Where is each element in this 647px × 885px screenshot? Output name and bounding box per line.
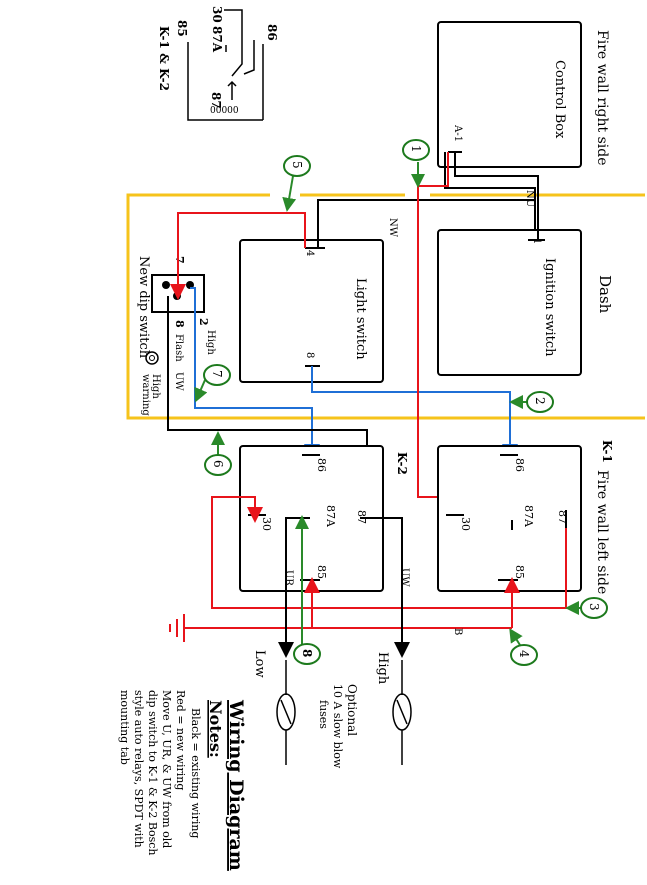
note-1: Black = existing wiring	[189, 708, 202, 838]
callout-3: 3	[565, 597, 608, 619]
callout-2: 2	[509, 391, 554, 413]
ground-symbol	[169, 614, 185, 642]
moved-wire-k1-86	[311, 366, 518, 460]
k2-terminal-30: 30	[260, 517, 273, 531]
wire-nu-label: NU	[524, 190, 535, 207]
dip-flash-label: Flash	[173, 334, 184, 362]
wire-uw-dip-label: UW	[173, 372, 184, 391]
k1-label: K-1	[600, 440, 614, 463]
ignition-switch-box	[437, 229, 582, 376]
dip-contact-7	[162, 281, 170, 289]
fuses-label-3: fuses	[317, 700, 330, 729]
relay-legend: 30 87A 85 86 87 K-1 & K-2 00000	[157, 6, 279, 121]
callout-6-number: 6	[211, 460, 225, 468]
notes-heading: Notes:	[206, 700, 225, 758]
dip-terminal-8: 8	[173, 320, 186, 328]
dip-terminal-2: 2	[197, 318, 210, 326]
legend-30: 30	[210, 6, 224, 23]
legend-title: K-1 & K-2	[157, 26, 171, 91]
ignition-terminal-1: 1	[531, 238, 542, 244]
k1-terminal-87a: 87A	[522, 505, 535, 528]
callout-8-number: 8	[300, 649, 314, 657]
firewall-right-label: Fire wall right side	[594, 30, 610, 166]
callout-1-number: 1	[409, 145, 423, 153]
dip-high-label: High	[205, 330, 216, 355]
wire-b-label: B	[452, 628, 463, 635]
existing-wiring	[305, 152, 545, 367]
legend-87: 87	[209, 92, 223, 109]
callout-2-number: 2	[533, 397, 547, 405]
moved-wire-k2-86	[190, 287, 320, 460]
wire-uw-label: UW	[399, 568, 410, 587]
fuses-label-1: Optional	[345, 684, 359, 736]
k1-terminal-86: 86	[513, 458, 526, 472]
k2-terminal-86: 86	[315, 458, 328, 472]
callout-4: 4	[509, 628, 538, 666]
callout-6: 6	[204, 431, 232, 476]
high-warning-lamp-core	[149, 355, 155, 361]
new-wire-dip-feed	[170, 212, 306, 300]
callout-5-number: 5	[290, 161, 304, 169]
new-dip-switch-label: New dip switch	[136, 256, 151, 359]
wire-ur-label: UR	[283, 570, 294, 586]
high-warning-lamp	[145, 351, 159, 365]
terminal-a1-label: A-1	[452, 124, 463, 142]
high-warning-label-1: High	[150, 374, 161, 399]
notes-title: Wiring Diagram	[225, 699, 247, 871]
callout-8: 8	[293, 643, 321, 665]
ignition-switch-label: Ignition switch	[542, 258, 557, 357]
high-beam-label: High	[375, 652, 390, 685]
note-6: mounting tab	[118, 690, 131, 765]
light-terminal-4: 4	[304, 250, 315, 256]
callout-5: 5	[282, 155, 311, 212]
legend-86: 86	[265, 24, 279, 41]
notes: Wiring Diagram Notes: Black = existing w…	[118, 690, 247, 871]
callout-7-number: 7	[210, 370, 224, 378]
wire-nw-label: NW	[387, 218, 398, 238]
fuse-low	[276, 660, 296, 765]
fuse-high	[392, 660, 412, 765]
fuses-label-2: 10 A slow blow	[331, 684, 344, 769]
dash-label: Dash	[596, 275, 614, 314]
callout-7: 7	[194, 364, 231, 403]
control-box-label: Control Box	[552, 60, 567, 139]
note-2: Red = new wiring	[174, 690, 187, 790]
dip-terminal-7: 7	[173, 256, 186, 264]
firewall-left-label: Fire wall left side	[594, 470, 610, 594]
high-warning-label-2: warning	[140, 374, 151, 416]
legend-coil: 00000	[210, 106, 239, 116]
callout-1: 1	[402, 139, 430, 188]
k2-label: K-2	[395, 452, 409, 475]
k1-terminal-30: 30	[459, 517, 472, 531]
light-switch-label: Light switch	[353, 278, 368, 360]
k2-terminal-87a: 87A	[324, 505, 337, 528]
note-4: dip switch to K-1 & K-2 Bosch	[146, 690, 159, 856]
note-5: style auto relays, SPDT with	[132, 690, 145, 848]
new-wire-k1-87-to-k2-30	[211, 496, 567, 609]
light-terminal-8: 8	[304, 352, 315, 358]
note-3: Move U, UR, & UW from old	[160, 690, 173, 848]
legend-85: 85	[175, 20, 189, 37]
low-beam-label: Low	[252, 650, 267, 678]
callout-4-number: 4	[517, 650, 531, 658]
output-high-beam	[376, 517, 410, 658]
dip-contact-8	[173, 292, 181, 300]
callout-3-number: 3	[587, 603, 601, 611]
k2-terminal-85: 85	[315, 565, 328, 579]
k1-terminal-85: 85	[513, 565, 526, 579]
k1-terminal-87: 87	[556, 510, 569, 524]
legend-87a: 87A	[210, 26, 224, 53]
control-box	[437, 21, 582, 168]
